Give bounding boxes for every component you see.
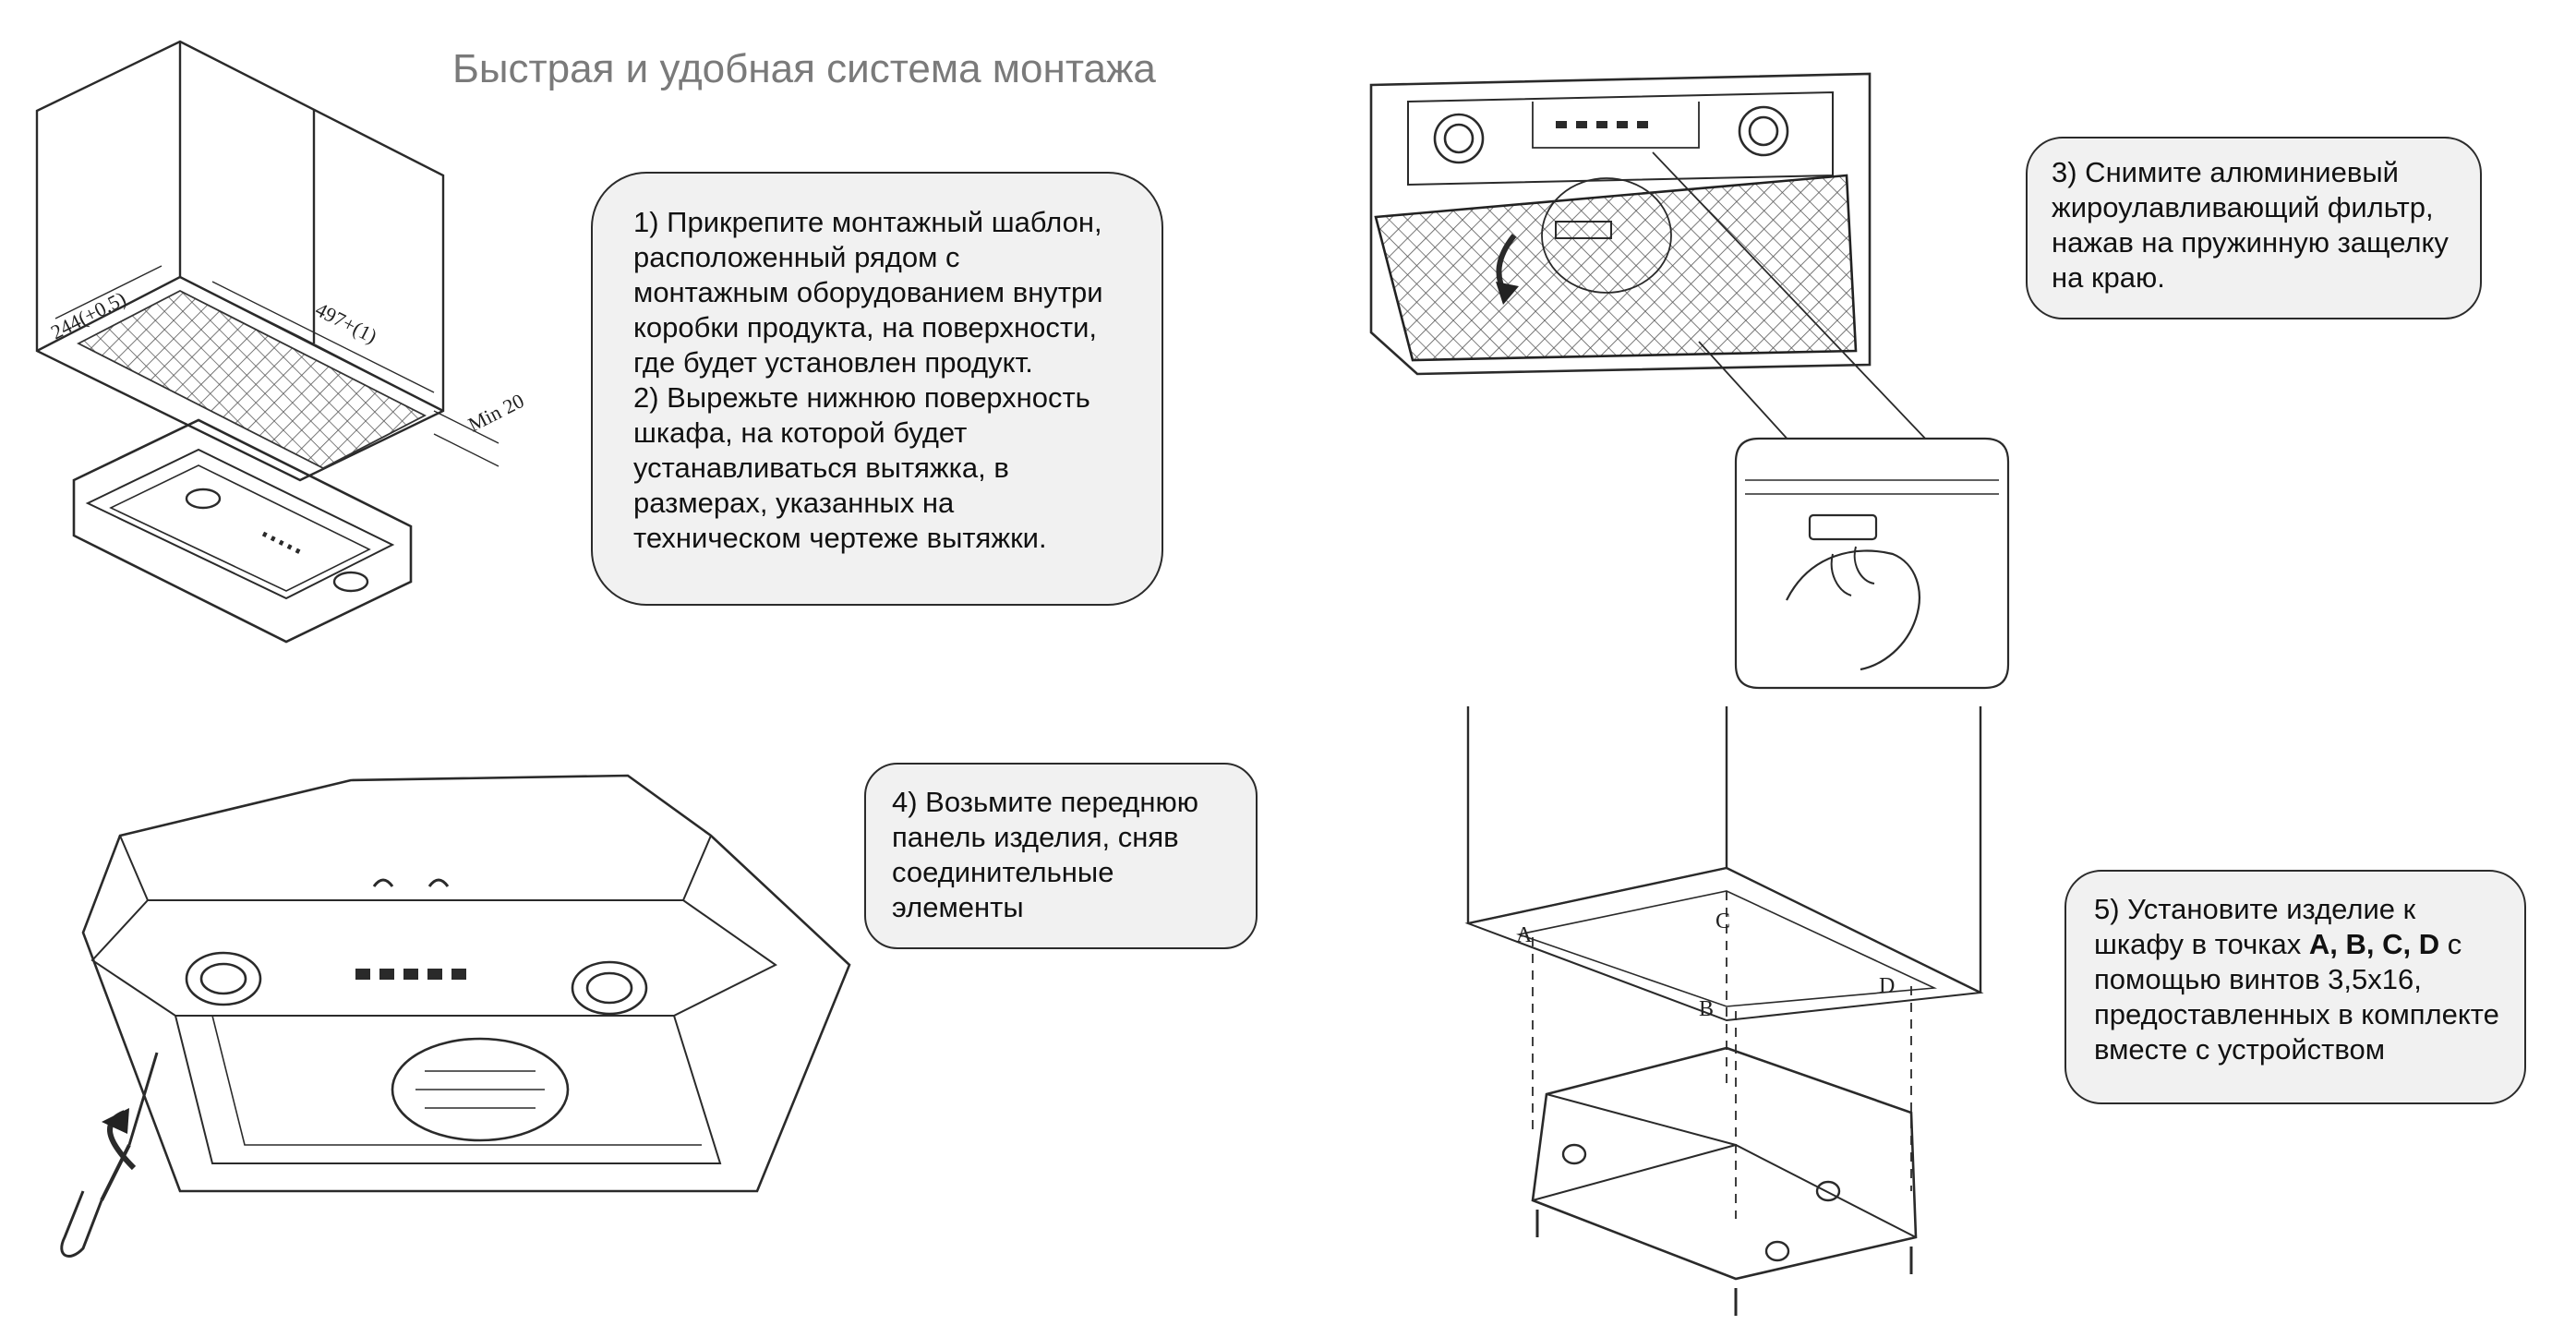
callout-text: шкафу в точках <box>2094 928 2309 960</box>
callout-line: на краю. <box>2052 261 2165 294</box>
point-a-label: A <box>1516 923 1533 947</box>
callout-line: элементы <box>892 891 1024 923</box>
step-3-callout: 3) Снимите алюминиевый жироулавливающий … <box>2026 137 2482 319</box>
callout-line: помощью винтов 3,5x16, <box>2094 963 2422 995</box>
step-4-callout: 4) Возьмите переднюю панель изделия, сня… <box>864 763 1258 949</box>
cabinet-template-drawing <box>35 40 500 644</box>
callout-line: шкафа, на которой будет <box>633 416 968 449</box>
point-d-label: D <box>1879 974 1895 998</box>
filter-removal-drawing <box>1369 72 2010 690</box>
min-dimension: Min 20 <box>464 389 528 436</box>
callout-line: 2) Вырежьте нижнюю поверхность <box>633 381 1090 414</box>
callout-line: 4) Возьмите переднюю <box>892 786 1198 818</box>
front-panel-drawing <box>60 774 851 1258</box>
callout-line: 5) Установите изделие к <box>2094 893 2416 925</box>
callout-line: где будет установлен продукт. <box>633 346 1033 379</box>
callout-line: предоставленных в комплекте <box>2094 998 2499 1030</box>
callout-line: соединительные <box>892 856 1114 888</box>
callout-line: шкафу в точках A, B, C, D с <box>2094 927 2508 962</box>
callout-text: с <box>2439 928 2462 960</box>
mount-point-labels: A B C D <box>1516 909 1895 1021</box>
width-dimension: 497+(1) <box>312 297 381 348</box>
callout-line: монтажным оборудованием внутри <box>633 276 1103 308</box>
point-c-label: C <box>1715 909 1730 933</box>
callout-line: панель изделия, сняв <box>892 821 1179 853</box>
callout-line: размерах, указанных на <box>633 487 955 519</box>
callout-line: нажав на пружинную защелку <box>2052 226 2449 259</box>
callout-line: расположенный рядом с <box>633 241 960 273</box>
point-b-label: B <box>1699 997 1714 1021</box>
step-5-callout: 5) Установите изделие к шкафу в точках A… <box>2064 870 2526 1104</box>
callout-line: 3) Снимите алюминиевый <box>2052 156 2399 188</box>
step-1-2-callout: 1) Прикрепите монтажный шаблон, располож… <box>591 172 1163 606</box>
mount-points-bold: A, B, C, D <box>2308 928 2440 960</box>
callout-line: устанавливаться вытяжка, в <box>633 452 1009 484</box>
page-title: Быстрая и удобная система монтажа <box>452 46 1156 91</box>
callout-line: 1) Прикрепите монтажный шаблон, <box>633 206 1102 238</box>
callout-line: техническом чертеже вытяжки. <box>633 522 1047 554</box>
callout-line: жироулавливающий фильтр, <box>2052 191 2434 223</box>
installation-drawing <box>1464 706 1984 1316</box>
callout-line: коробки продукта, на поверхности, <box>633 311 1098 343</box>
callout-line: вместе с устройством <box>2094 1033 2386 1066</box>
